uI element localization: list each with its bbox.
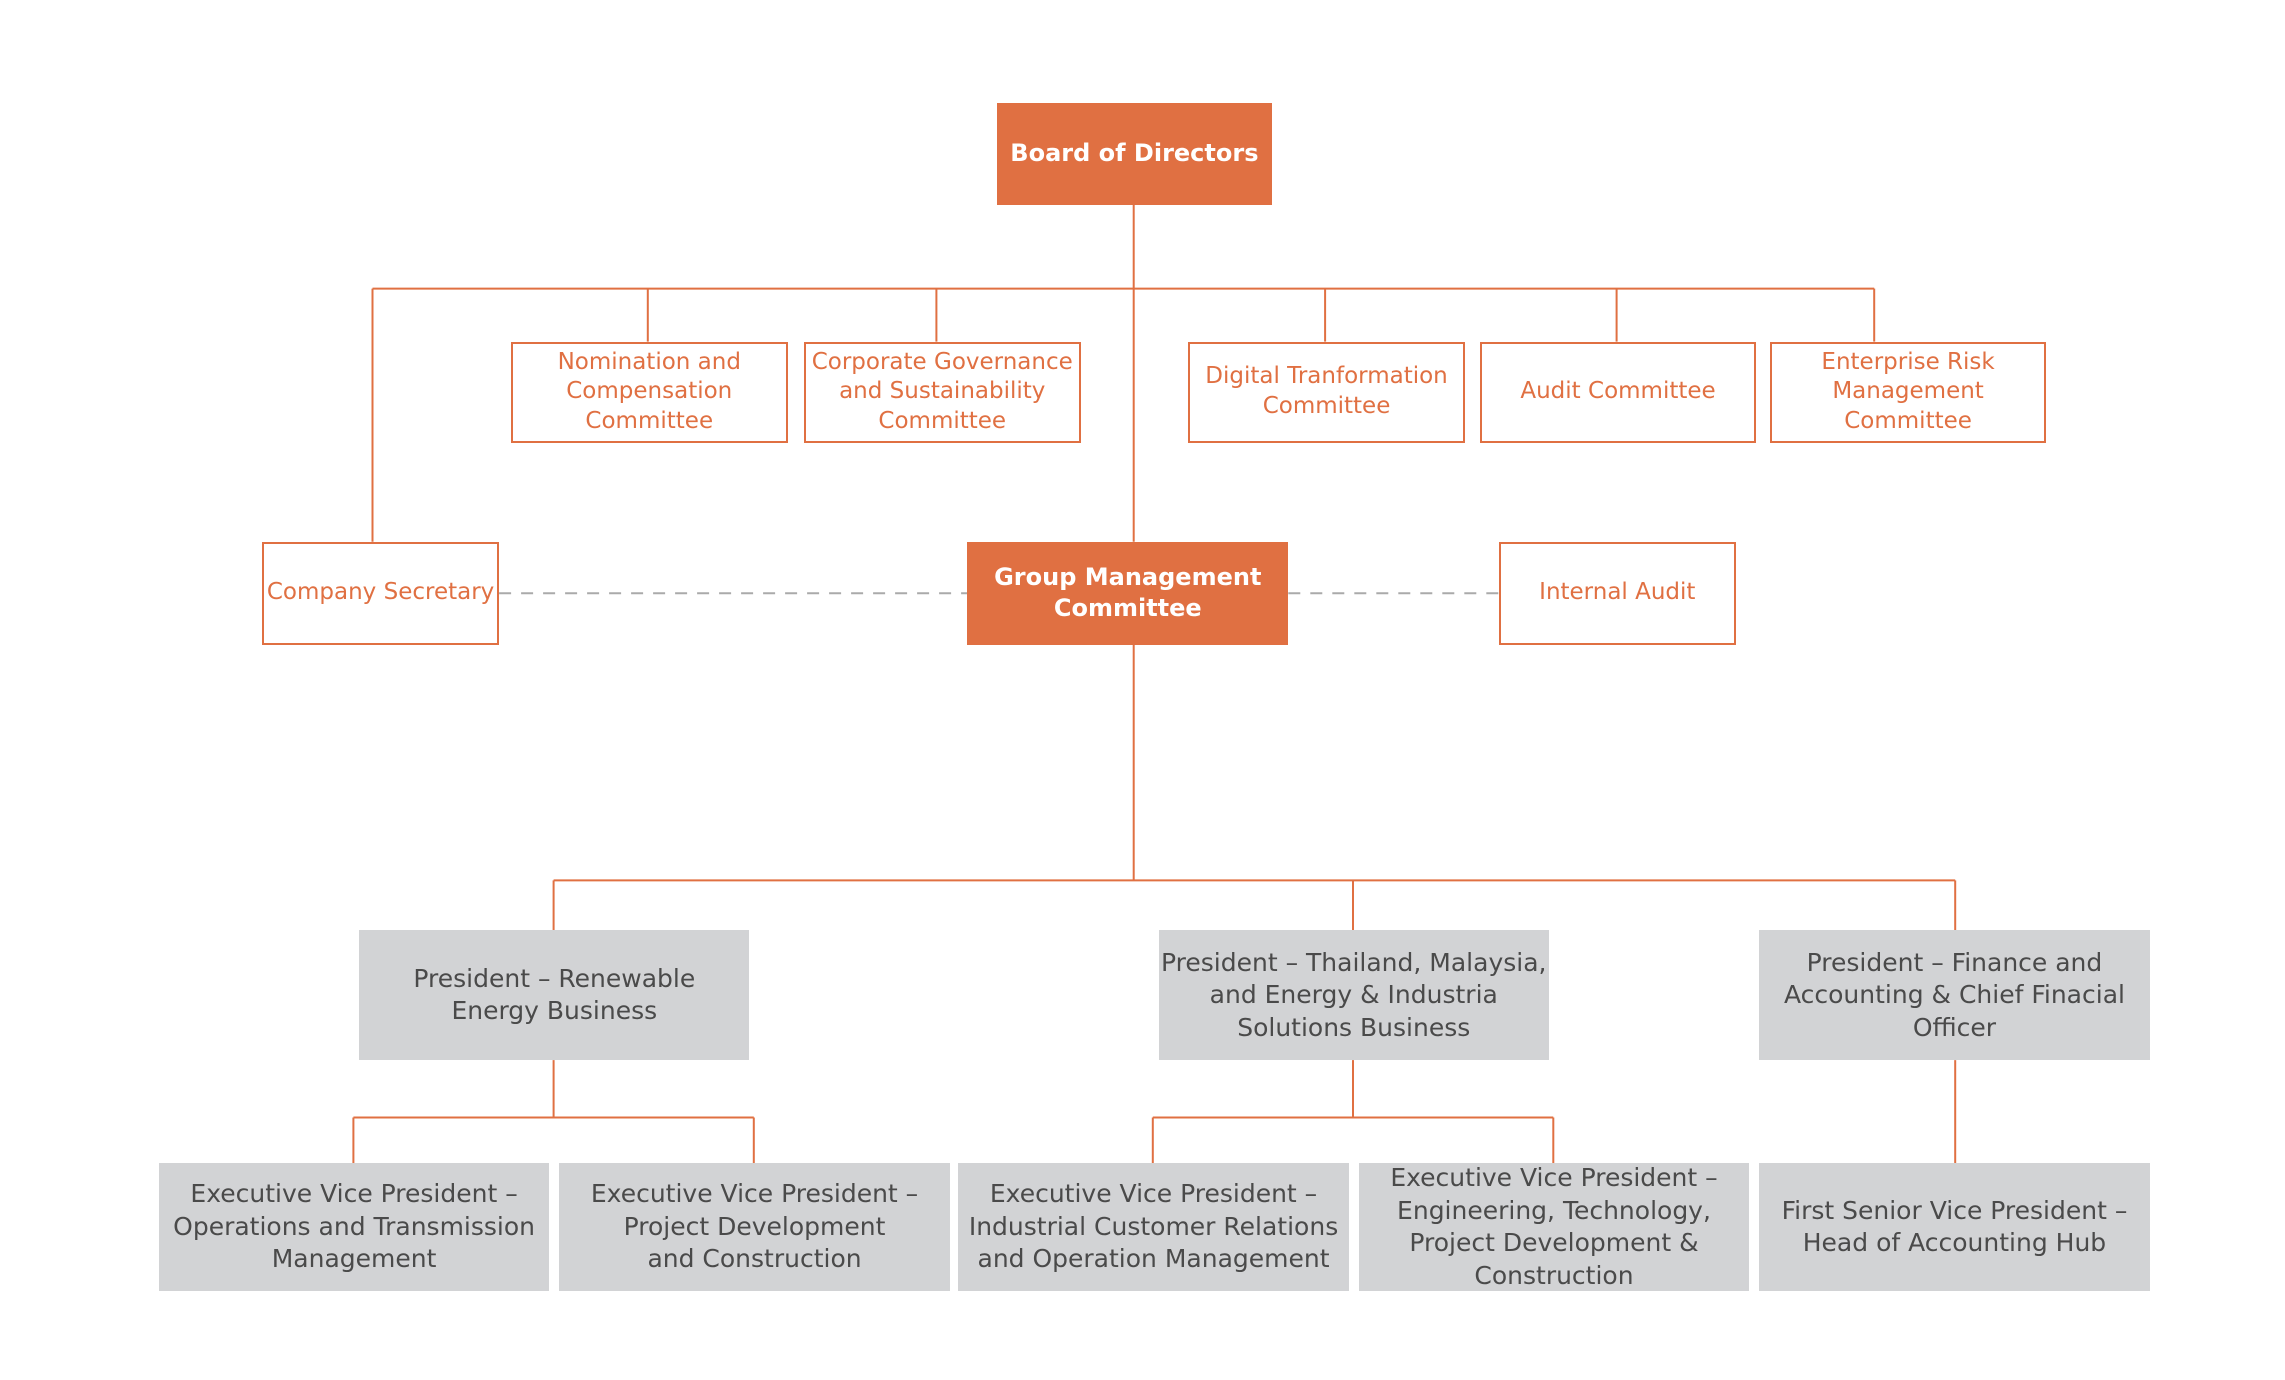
node-evp-ops: Executive Vice President – Operations an… bbox=[159, 1163, 550, 1292]
node-fsvp-accounting: First Senior Vice President – Head of Ac… bbox=[1759, 1163, 2150, 1292]
node-risk: Enterprise Risk Management Committee bbox=[1769, 341, 2047, 444]
node-evp-project: Executive Vice President – Project Devel… bbox=[559, 1163, 950, 1292]
node-digital: Digital Tranformation Committee bbox=[1188, 341, 1465, 444]
node-evp-industrial: Executive Vice President – Industrial Cu… bbox=[958, 1163, 1349, 1292]
node-governance: Corporate Governance and Sustainability … bbox=[803, 341, 1081, 444]
node-gmc: Group Management Committee bbox=[967, 541, 1289, 645]
node-pres-finance: President – Finance and Accounting & Chi… bbox=[1759, 930, 2150, 1061]
node-evp-engineering: Executive Vice President – Engineering, … bbox=[1358, 1163, 1750, 1292]
node-board: Board of Directors bbox=[996, 103, 1273, 205]
node-pres-thailand: President – Thailand, Malaysia, and Ener… bbox=[1158, 930, 1549, 1061]
node-nomination: Nomination and Compensation Committee bbox=[510, 341, 788, 444]
node-audit-committee: Audit Committee bbox=[1479, 341, 1757, 444]
node-pres-renewable: President – Renewable Energy Business bbox=[359, 930, 750, 1061]
node-secretary: Company Secretary bbox=[262, 541, 500, 645]
node-internal-audit: Internal Audit bbox=[1498, 541, 1736, 645]
